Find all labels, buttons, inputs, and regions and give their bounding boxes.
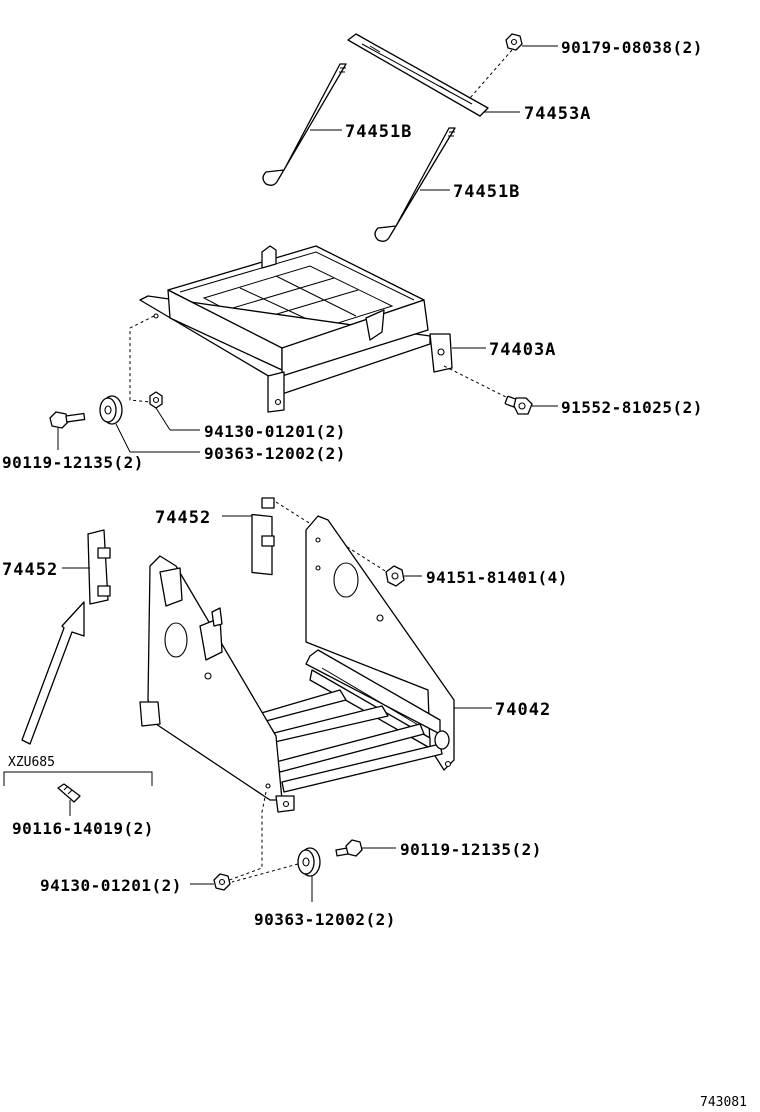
plate-74452-left[interactable] <box>87 529 111 605</box>
nut-94130-top[interactable] <box>149 391 163 409</box>
label-90116-14019: 90116-14019(2) <box>12 819 154 838</box>
label-90363-12002-top: 90363-12002(2) <box>204 444 346 463</box>
label-74042: 74042 <box>495 700 551 720</box>
bolt-90119-top[interactable] <box>49 411 86 429</box>
bolt-90119-bottom[interactable] <box>335 839 363 857</box>
nut-94151[interactable] <box>385 565 405 587</box>
label-91552-81025: 91552-81025(2) <box>561 398 703 417</box>
stud-90116[interactable] <box>57 783 81 803</box>
label-74452-left: 74452 <box>2 560 58 580</box>
rod-74451b-lower[interactable] <box>374 127 456 242</box>
washer-90363-top[interactable] <box>99 395 123 425</box>
label-90119-12135-bottom: 90119-12135(2) <box>400 840 542 859</box>
label-94151-81401: 94151-81401(4) <box>426 568 568 587</box>
label-74452-upper: 74452 <box>155 508 211 528</box>
label-90179-08038: 90179-08038(2) <box>561 38 703 57</box>
bracket-74453a[interactable] <box>347 33 489 117</box>
bolt-91552[interactable] <box>504 395 533 415</box>
label-90363-12002-bottom: 90363-12002(2) <box>254 910 396 929</box>
label-94130-01201-top: 94130-01201(2) <box>204 422 346 441</box>
label-74453a: 74453A <box>524 104 591 124</box>
tray-74403a[interactable] <box>139 245 453 413</box>
rod-74451b-upper[interactable] <box>262 63 347 186</box>
label-74451b-lower: 74451B <box>453 182 520 202</box>
nut-90179[interactable] <box>505 33 523 51</box>
arrow-icon <box>21 601 85 745</box>
figure-code: 743081 <box>700 1095 747 1110</box>
label-90119-12135-top: 90119-12135(2) <box>2 453 144 472</box>
plate-74452-upper[interactable] <box>251 497 275 576</box>
label-74451b-upper: 74451B <box>345 122 412 142</box>
washer-90363-bottom[interactable] <box>297 847 321 877</box>
nut-94130-bottom[interactable] <box>213 873 231 891</box>
label-94130-01201-bottom: 94130-01201(2) <box>40 876 182 895</box>
carrier-74042[interactable] <box>139 515 455 813</box>
label-74403a: 74403A <box>489 340 556 360</box>
variant-label-xzu685: XZU685 <box>8 755 55 770</box>
